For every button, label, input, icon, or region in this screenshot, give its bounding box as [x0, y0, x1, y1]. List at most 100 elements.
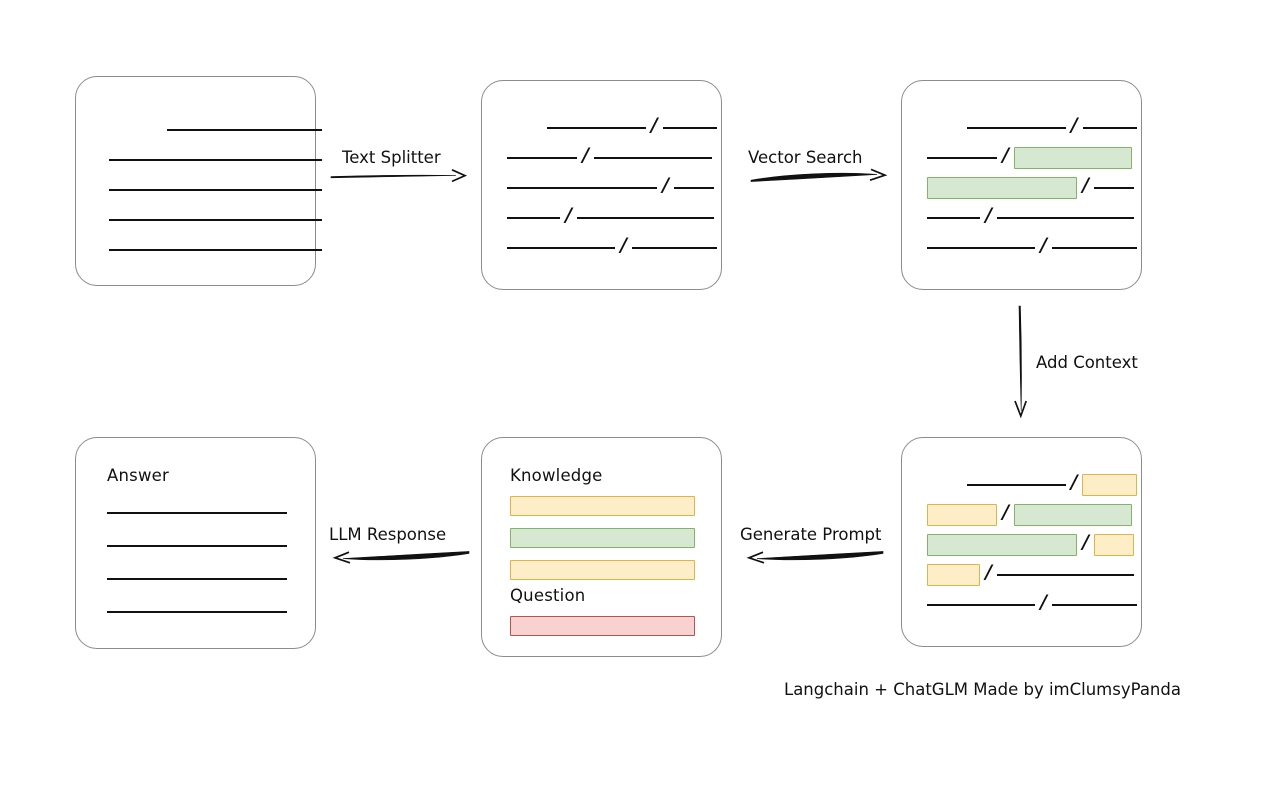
chunk-line: /: [927, 113, 1137, 143]
text-line-segment: [927, 604, 1035, 606]
highlighted-chunk-green: [927, 534, 1077, 556]
chunk-separator-slash: /: [1002, 144, 1009, 166]
highlighted-chunk-yellow: [927, 504, 997, 526]
edge-vector-search: [750, 168, 888, 186]
edge-llm-response-label: LLM Response: [329, 525, 447, 544]
knowledge-label: Knowledge: [510, 466, 603, 485]
chunk-line: /: [507, 173, 717, 203]
chunk-separator-slash: /: [620, 234, 627, 256]
text-line-segment: [593, 157, 712, 159]
source-document-lines: [109, 115, 324, 265]
diagram-caption: Langchain + ChatGLM Made by imClumsyPand…: [784, 680, 1181, 699]
chunk-line: /: [927, 203, 1137, 233]
vector-search-result-box: / / / / /: [901, 80, 1142, 290]
answer-line: [107, 611, 287, 613]
highlighted-chunk-yellow: [1082, 474, 1137, 496]
text-line-segment: [109, 219, 322, 221]
chunk-line: /: [927, 173, 1137, 203]
chunk-line: /: [927, 233, 1137, 263]
line-indent: [927, 485, 967, 486]
text-line-segment: [631, 247, 717, 249]
document-line: [109, 205, 324, 235]
text-line-segment: [507, 217, 560, 219]
text-line-segment: [507, 247, 615, 249]
edge-vector-search-label: Vector Search: [748, 148, 863, 167]
text-line-segment: [547, 127, 646, 129]
knowledge-bar-2: [510, 528, 695, 548]
document-line: [109, 115, 324, 145]
document-line: [109, 175, 324, 205]
highlighted-chunk-green: [1013, 147, 1132, 169]
chunk-separator-slash: /: [662, 174, 669, 196]
line-indent: [927, 128, 967, 129]
chunk-separator-slash: /: [1070, 114, 1078, 136]
chunk-line: /: [927, 470, 1137, 500]
knowledge-bar-1: [510, 496, 695, 516]
text-line-segment: [927, 157, 997, 159]
split-chunks-box: / / / / /: [481, 80, 722, 290]
chunk-line: /: [927, 500, 1137, 530]
text-line-segment: [662, 127, 717, 129]
text-line-segment: [1051, 247, 1137, 249]
text-line-segment: [1093, 187, 1134, 189]
chunk-separator-slash: /: [1002, 501, 1009, 523]
split-chunks-lines: / / / / /: [507, 113, 717, 263]
vector-search-result-lines: / / / / /: [927, 113, 1137, 263]
answer-box: Answer: [75, 437, 316, 649]
document-line: [109, 235, 324, 265]
edge-text-splitter-label: Text Splitter: [342, 148, 441, 167]
chunk-line: /: [507, 233, 717, 263]
text-line-segment: [967, 127, 1066, 129]
highlighted-chunk-green: [927, 177, 1077, 199]
chunk-line: /: [927, 530, 1137, 560]
edge-add-context-label: Add Context: [1036, 353, 1138, 372]
answer-line: [107, 578, 287, 580]
text-line-segment: [109, 249, 322, 251]
text-line-segment: [507, 187, 657, 189]
source-document-box: [75, 76, 322, 286]
text-line-segment: [996, 574, 1134, 576]
text-line-segment: [109, 159, 322, 161]
chunk-separator-slash: /: [1082, 174, 1089, 196]
text-line-segment: [167, 129, 322, 131]
chunk-separator-slash: /: [1040, 591, 1047, 613]
chunk-line: /: [507, 143, 717, 173]
text-line-segment: [996, 217, 1134, 219]
chunk-line: /: [507, 203, 717, 233]
chunk-separator-slash: /: [1070, 471, 1078, 493]
chunk-separator-slash: /: [985, 561, 992, 583]
text-line-segment: [927, 217, 980, 219]
answer-line: [107, 545, 287, 547]
edge-text-splitter: [330, 168, 468, 184]
answer-line: [107, 512, 287, 514]
highlighted-chunk-green: [1013, 504, 1132, 526]
text-line-segment: [673, 187, 714, 189]
generated-prompt-box: Knowledge Question: [481, 437, 722, 657]
text-line-segment: [1051, 604, 1137, 606]
highlighted-chunk-yellow: [1093, 534, 1134, 556]
text-line-segment: [967, 484, 1066, 486]
chunk-separator-slash: /: [565, 204, 572, 226]
edge-generate-prompt-label: Generate Prompt: [740, 525, 882, 544]
highlighted-chunk-yellow: [927, 564, 980, 586]
chunk-separator-slash: /: [582, 144, 589, 166]
chunk-line: /: [927, 560, 1137, 590]
chunk-line: /: [507, 113, 717, 143]
text-line-segment: [927, 247, 1035, 249]
text-line-segment: [576, 217, 714, 219]
chunk-separator-slash: /: [1082, 531, 1089, 553]
question-label: Question: [510, 586, 586, 605]
chunk-separator-slash: /: [650, 114, 658, 136]
edge-generate-prompt: [738, 548, 884, 566]
line-indent: [109, 130, 167, 131]
chunk-line: /: [927, 143, 1137, 173]
chunk-separator-slash: /: [1040, 234, 1047, 256]
edge-llm-response: [323, 548, 470, 566]
text-line-segment: [1082, 127, 1137, 129]
chunk-separator-slash: /: [985, 204, 992, 226]
line-indent: [507, 128, 547, 129]
text-line-segment: [507, 157, 577, 159]
context-added-lines: / / / / /: [927, 470, 1137, 620]
question-bar-1: [510, 616, 695, 636]
